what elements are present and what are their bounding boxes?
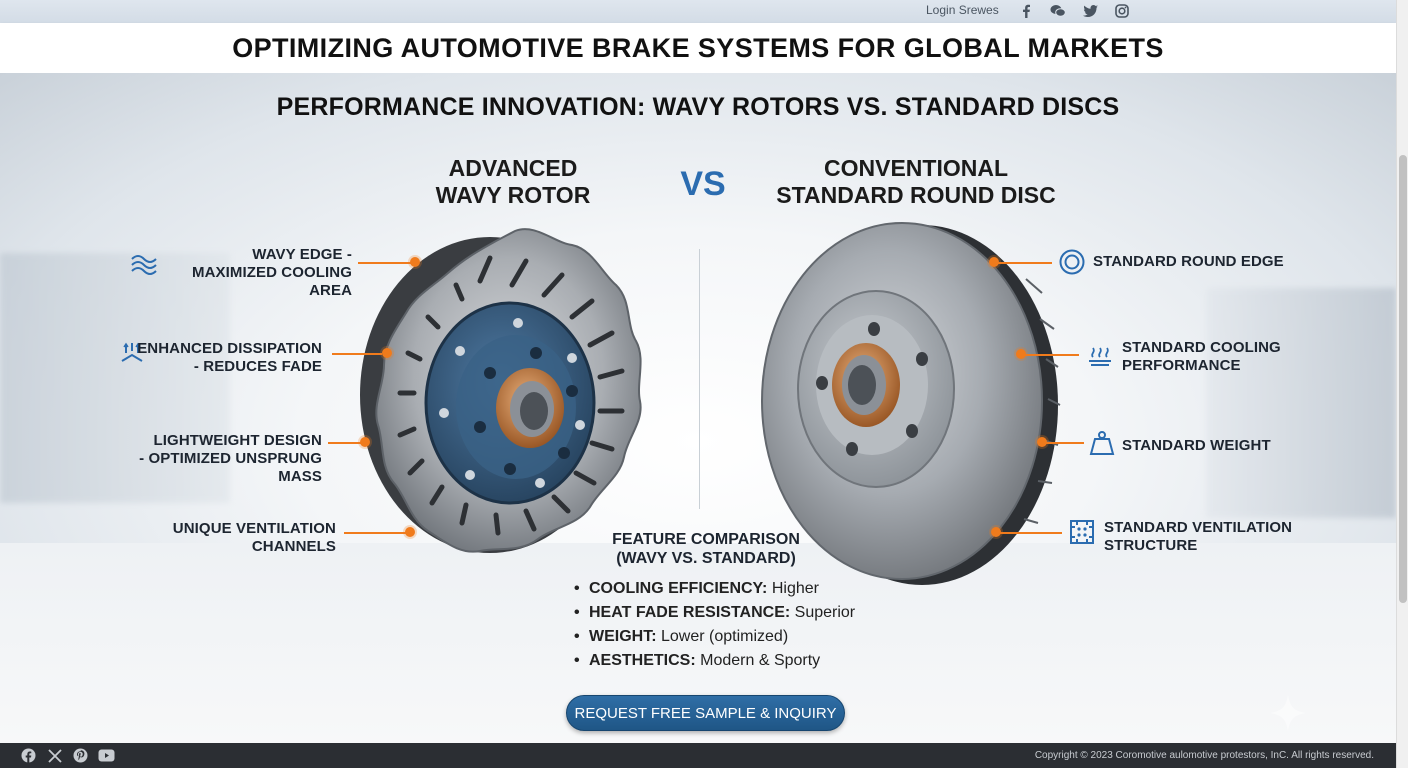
- callout-dot: [410, 257, 420, 267]
- copyright-text: Copyright © 2023 Coromotive aulomotive p…: [1034, 750, 1374, 761]
- left-column-title: ADVANCED WAVY ROTOR: [398, 155, 628, 209]
- list-item: •AESTHETICS: Modern & Sporty: [574, 652, 821, 669]
- callout-dot: [1016, 349, 1026, 359]
- comparison-title: FEATURE COMPARISON (WAVY VS. STANDARD): [590, 530, 822, 568]
- right-column-title: CONVENTIONAL STANDARD ROUND DISC: [756, 155, 1076, 209]
- callout-dot: [989, 257, 999, 267]
- wechat-icon[interactable]: [1050, 3, 1066, 19]
- feature-line: STRUCTURE: [1104, 537, 1198, 554]
- feature-standard-cooling: STANDARD COOLING PERFORMANCE: [1122, 339, 1322, 375]
- list-item: •WEIGHT: Lower (optimized): [574, 628, 789, 645]
- feature-line: LIGHTWEIGHT DESIGN: [153, 432, 322, 449]
- feature-ventilation-channels: UNIQUE VENTILATION CHANNELS: [150, 520, 336, 556]
- scrollbar-thumb[interactable]: [1399, 155, 1407, 603]
- feature-line: UNIQUE VENTILATION: [172, 520, 336, 537]
- feature-round-edge: STANDARD ROUND EDGE: [1093, 253, 1293, 271]
- feature-line: STANDARD VENTILATION: [1104, 519, 1293, 536]
- feature-line: WAVY EDGE -: [252, 246, 352, 263]
- footer: Copyright © 2023 Coromotive aulomotive p…: [0, 743, 1396, 768]
- leader-line: [332, 353, 382, 355]
- leader-line: [1044, 442, 1084, 444]
- callout-dot: [360, 437, 370, 447]
- twitter-icon[interactable]: [1082, 3, 1098, 19]
- heat-icon: [1089, 347, 1111, 366]
- feature-line: STANDARD ROUND EDGE: [1093, 253, 1284, 270]
- x-icon[interactable]: [46, 747, 63, 764]
- facebook-icon[interactable]: [20, 747, 37, 764]
- weight-icon: [1089, 431, 1115, 455]
- heat-dissipation-icon: [121, 342, 143, 362]
- workshop-background-left: [0, 253, 230, 503]
- center-divider: [699, 249, 700, 509]
- leader-line: [344, 532, 406, 534]
- feature-line: - REDUCES FADE: [193, 358, 322, 375]
- left-title-line1: ADVANCED: [448, 155, 578, 181]
- top-utility-bar: Login Srewes: [0, 0, 1396, 23]
- sparkle-icon: [1270, 695, 1306, 731]
- vs-label: VS: [680, 165, 726, 203]
- waves-icon: [131, 255, 157, 275]
- pinterest-icon[interactable]: [72, 747, 89, 764]
- list-item: •COOLING EFFICIENCY: Higher: [574, 580, 819, 597]
- callout-dot: [1037, 437, 1047, 447]
- section-subtitle: PERFORMANCE INNOVATION: WAVY ROTORS VS. …: [276, 93, 1120, 121]
- feature-line: PERFORMANCE: [1122, 357, 1241, 374]
- comparison-value: Modern & Sporty: [700, 652, 821, 669]
- leader-line: [358, 262, 414, 264]
- feature-line: MAXIMIZED COOLING AREA: [191, 264, 352, 299]
- comparison-label: AESTHETICS:: [589, 652, 696, 669]
- feature-line: STANDARD WEIGHT: [1122, 437, 1271, 454]
- comparison-title-line1: FEATURE COMPARISON: [612, 531, 800, 548]
- circle-edge-icon: [1059, 249, 1085, 275]
- comparison-value: Lower (optimized): [661, 628, 789, 645]
- callout-dot: [405, 527, 415, 537]
- wavy-rotor-image: [360, 228, 642, 553]
- feature-lightweight-design: LIGHTWEIGHT DESIGN - OPTIMIZED UNSPRUNG …: [100, 432, 322, 486]
- standard-disc-image: [761, 222, 1061, 585]
- callout-dot: [382, 348, 392, 358]
- vertical-scrollbar[interactable]: [1396, 0, 1408, 768]
- workshop-background-right: [1206, 288, 1396, 518]
- feature-standard-ventilation: STANDARD VENTILATION STRUCTURE: [1104, 519, 1324, 555]
- leader-line: [996, 262, 1052, 264]
- feature-line: - OPTIMIZED UNSPRUNG MASS: [139, 450, 322, 485]
- login-link[interactable]: Login Srewes: [926, 3, 999, 17]
- ventilation-grid-icon: [1070, 520, 1094, 544]
- callout-dot: [991, 527, 1001, 537]
- leader-line: [998, 532, 1062, 534]
- comparison-label: WEIGHT:: [589, 628, 657, 645]
- comparison-value: Superior: [794, 604, 856, 621]
- feature-line: STANDARD COOLING: [1122, 339, 1281, 356]
- left-title-line2: WAVY ROTOR: [435, 182, 591, 208]
- leader-line: [328, 442, 362, 444]
- page-header: OPTIMIZING AUTOMOTIVE BRAKE SYSTEMS FOR …: [0, 23, 1396, 73]
- facebook-icon[interactable]: [1018, 3, 1034, 19]
- youtube-icon[interactable]: [98, 747, 115, 764]
- feature-enhanced-dissipation: ENHANCED DISSIPATION - REDUCES FADE: [120, 340, 322, 376]
- right-title-line2: STANDARD ROUND DISC: [776, 182, 1056, 208]
- leader-line: [1023, 354, 1079, 356]
- right-title-line1: CONVENTIONAL: [824, 155, 1008, 181]
- comparison-label: COOLING EFFICIENCY:: [589, 580, 768, 597]
- comparison-value: Higher: [771, 580, 819, 597]
- feature-wavy-edge: WAVY EDGE - MAXIMIZED COOLING AREA: [150, 246, 352, 300]
- hero-section: PERFORMANCE INNOVATION: WAVY ROTORS VS. …: [0, 73, 1396, 743]
- request-sample-button[interactable]: REQUEST FREE SAMPLE & INQUIRY: [566, 695, 845, 731]
- instagram-icon[interactable]: [1114, 3, 1130, 19]
- page-title: OPTIMIZING AUTOMOTIVE BRAKE SYSTEMS FOR …: [232, 32, 1164, 63]
- comparison-list: •COOLING EFFICIENCY: Higher •HEAT FADE R…: [574, 577, 855, 673]
- feature-line: CHANNELS: [251, 538, 336, 555]
- comparison-title-line2: (WAVY VS. STANDARD): [616, 550, 796, 567]
- comparison-label: HEAT FADE RESISTANCE:: [589, 604, 791, 621]
- list-item: •HEAT FADE RESISTANCE: Superior: [574, 604, 856, 621]
- feature-line: ENHANCED DISSIPATION: [137, 340, 322, 357]
- feature-standard-weight: STANDARD WEIGHT: [1122, 437, 1322, 455]
